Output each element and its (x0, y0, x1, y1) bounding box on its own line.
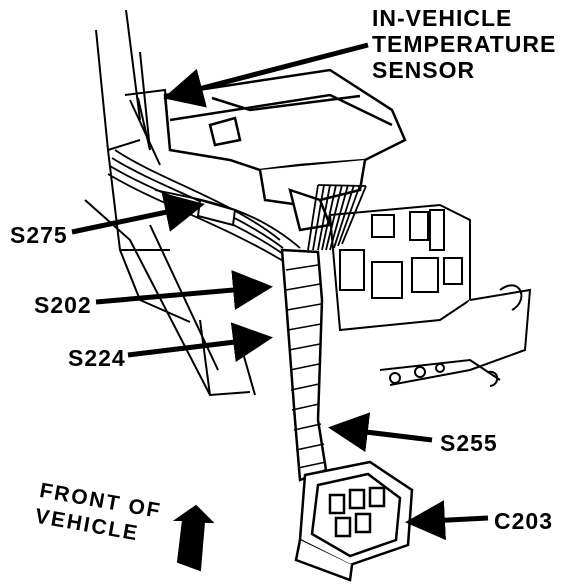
label-s224: S224 (68, 345, 126, 371)
dash-panel (84, 9, 256, 397)
arrow-s202 (95, 270, 273, 310)
arrow-sensor (163, 42, 369, 108)
harness-trunk (280, 248, 328, 482)
connector-c203 (294, 460, 414, 582)
sensor-title-line2: TEMPERATURE (372, 31, 557, 57)
label-s202: S202 (34, 292, 92, 318)
relay-block (328, 203, 532, 387)
arrow-s255 (328, 412, 433, 453)
leader-arrows (71, 42, 489, 541)
label-s255: S255 (440, 430, 498, 456)
label-c203: C203 (494, 508, 553, 534)
label-s275: S275 (10, 222, 68, 248)
sensor-title-line3: SENSOR (372, 57, 476, 83)
sensor-housing (163, 68, 407, 232)
arrow-c203 (405, 500, 489, 541)
sensor-title: IN-VEHICLE TEMPERATURE SENSOR (372, 5, 556, 83)
front-direction-arrow (172, 504, 215, 572)
arrow-s275 (71, 192, 205, 235)
arrow-s224 (127, 322, 273, 363)
sensor-title-line1: IN-VEHICLE (372, 5, 513, 31)
